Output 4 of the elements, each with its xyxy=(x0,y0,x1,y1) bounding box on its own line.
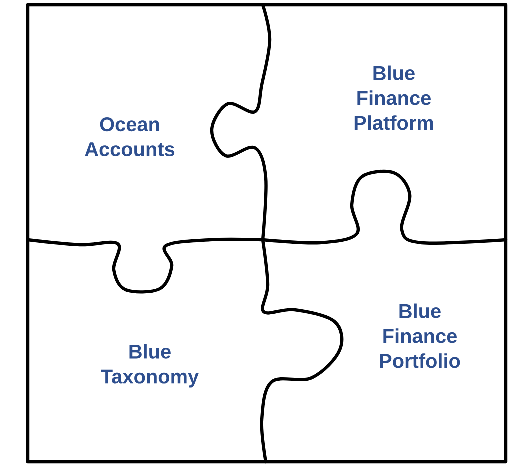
piece-label: Blue Finance Portfolio xyxy=(380,304,460,368)
piece-label: Blue Taxonomy xyxy=(101,344,199,388)
piece-label: Ocean Accounts xyxy=(85,118,175,156)
piece-label: Blue Finance Platform xyxy=(354,66,434,130)
